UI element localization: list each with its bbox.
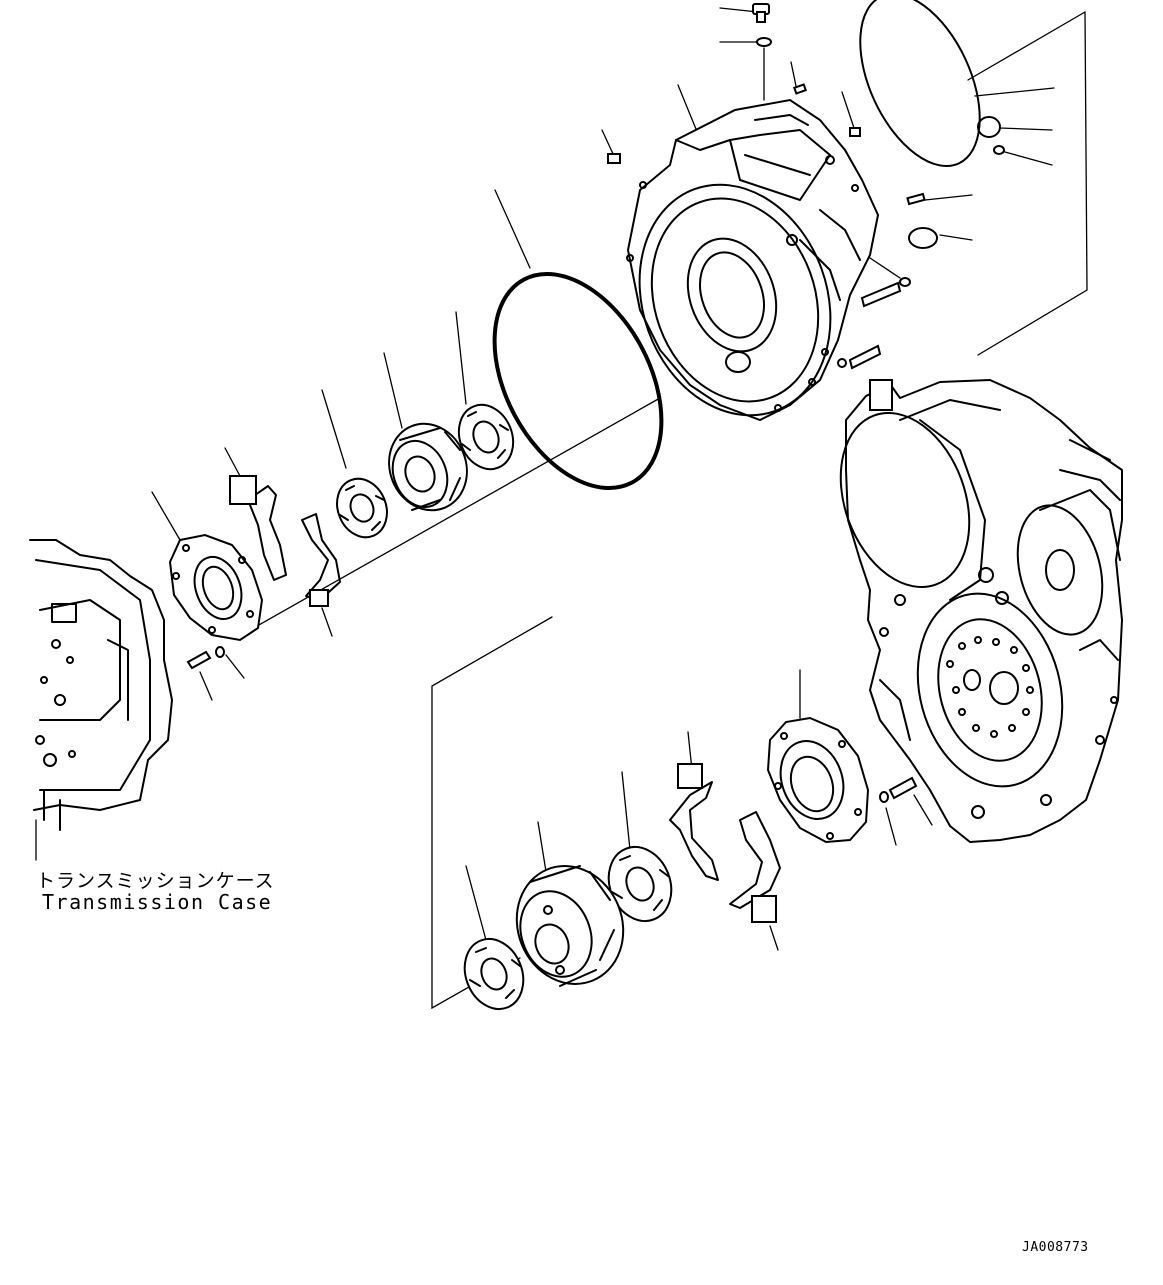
o-ring-tiny — [993, 145, 1005, 155]
transmission-case-left — [29, 539, 173, 861]
bolt-flange-upper — [186, 650, 212, 670]
dowel-pin — [906, 192, 926, 206]
plate-cover — [908, 227, 938, 249]
bearing-upper-left — [336, 477, 388, 539]
plug-left — [607, 153, 621, 164]
bearing-upper-right — [457, 403, 515, 471]
gear-carrier-upper — [388, 422, 468, 512]
gear-carrier-lower — [515, 865, 625, 987]
case-boss — [869, 379, 893, 411]
o-ring-large-middle — [492, 271, 664, 491]
leader-lines-upper — [151, 7, 1055, 701]
brake-spring-lower — [669, 763, 781, 923]
transmission-case-label-jp: トランスミッションケース — [36, 870, 275, 892]
bolt-flange-lower — [888, 776, 918, 800]
pump-flange-lower — [766, 716, 918, 844]
brake-spring-upper — [229, 475, 341, 607]
o-ring-small — [756, 37, 772, 47]
bearing-lower-left — [463, 938, 525, 1010]
plug — [849, 127, 861, 137]
pump-flange-upper — [168, 533, 264, 670]
o-ring-large-top — [859, 0, 981, 168]
bolt-upper — [860, 281, 902, 308]
transmission-case-right — [839, 379, 1123, 843]
o-ring-medium — [977, 116, 1001, 138]
leader-lines-lower — [465, 257, 933, 951]
cover-small-parts — [607, 0, 1005, 370]
cover-housing — [626, 98, 880, 422]
bolt-lower — [848, 344, 882, 370]
pin — [792, 83, 808, 95]
transmission-case-label-en: Transmission Case — [42, 890, 273, 914]
callout-bracket-right — [967, 11, 1088, 356]
drawing-code: JA008773 — [1022, 1240, 1089, 1255]
